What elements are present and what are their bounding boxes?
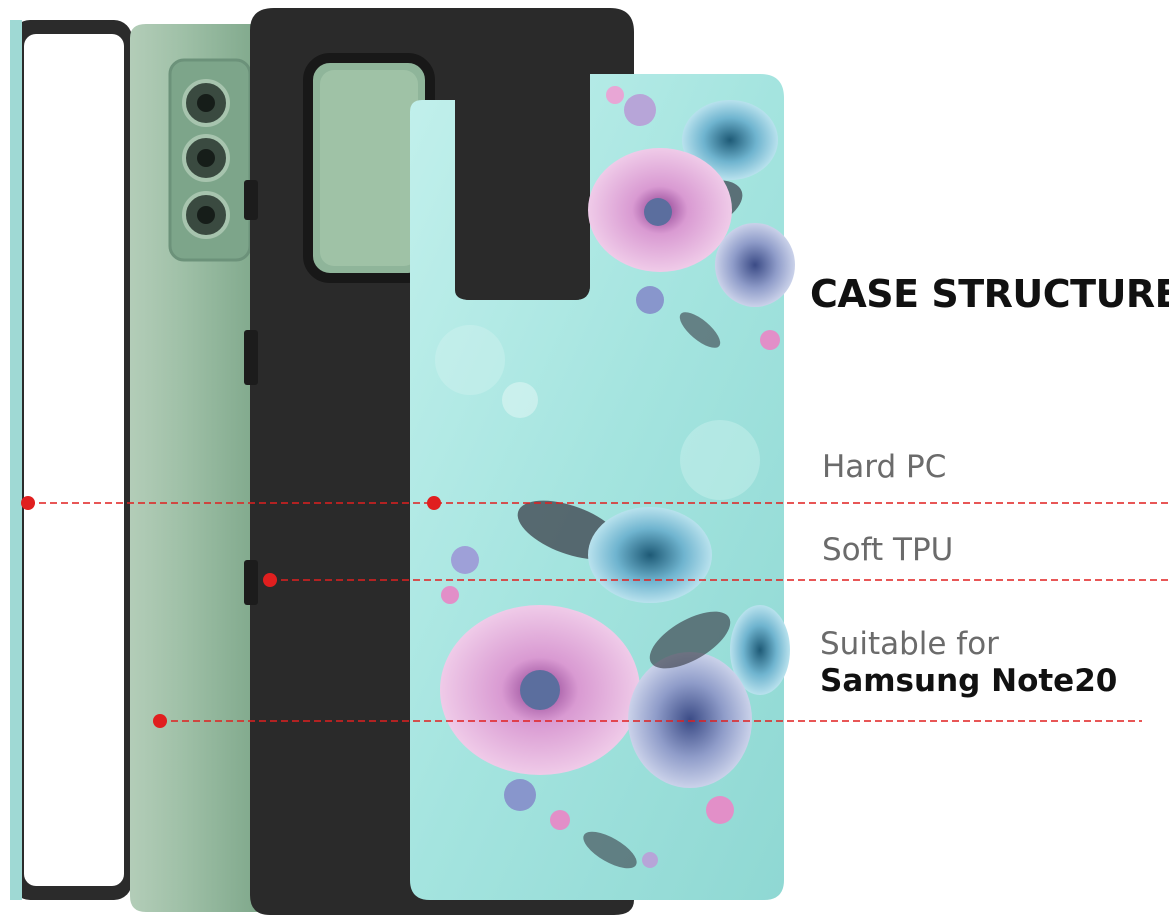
callout-line-hard-pc: [21, 496, 1169, 510]
compatibility-label: Suitable for Samsung Note20: [820, 626, 1117, 700]
hard-pc-label: Hard PC: [822, 449, 947, 485]
callout-line-phone: [153, 714, 1142, 728]
flower-print-icon: [435, 325, 760, 500]
flower-print-icon: [440, 500, 790, 869]
case-structure-heading: CASE STRUCTURE: [810, 272, 1169, 316]
bumper-frame: [10, 20, 132, 900]
camera-lens-icon: [182, 79, 230, 239]
flower-print-icon: [588, 86, 795, 350]
suitable-for-text: Suitable for: [820, 626, 999, 662]
phone-model-text: Samsung Note20: [820, 663, 1118, 700]
soft-tpu-label: Soft TPU: [822, 532, 954, 568]
phone-body: [130, 24, 262, 912]
pc-shell: [410, 74, 795, 900]
callout-line-soft-tpu: [263, 573, 1169, 587]
